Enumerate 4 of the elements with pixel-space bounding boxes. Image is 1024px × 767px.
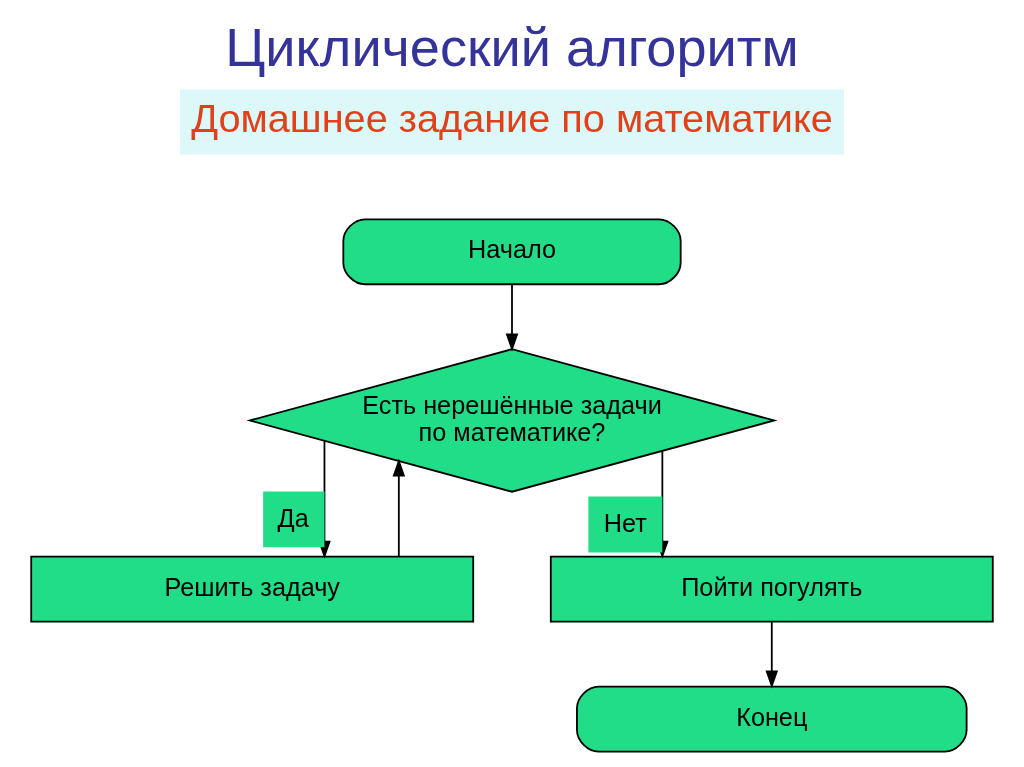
label: Домашнее задание по математике xyxy=(191,96,833,141)
edge-label: Да xyxy=(277,503,309,532)
edge-label: Нет xyxy=(603,509,647,538)
diagram-title: Циклический алгоритм xyxy=(225,16,799,77)
